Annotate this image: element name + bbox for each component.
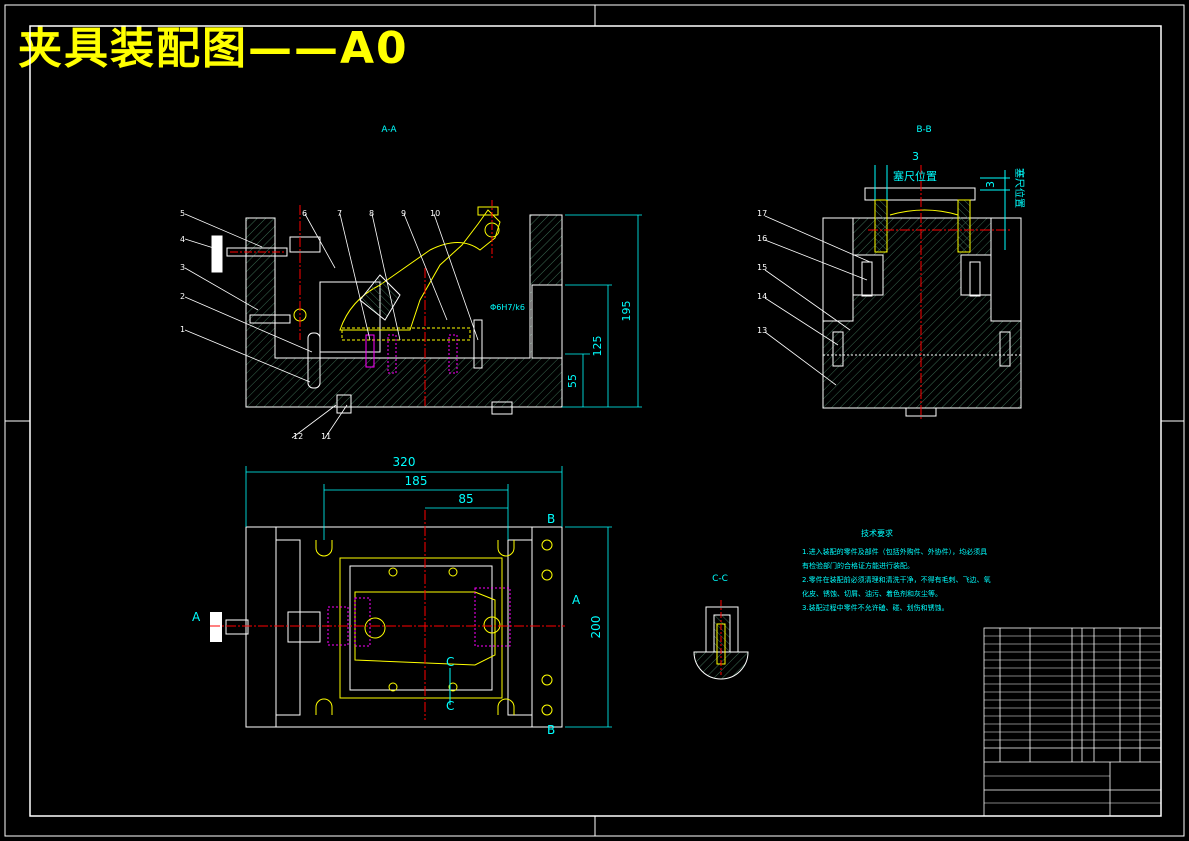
- dim-185: 185: [405, 474, 428, 488]
- balloons-aa: [184, 213, 479, 439]
- section-mark-a-left: A: [192, 610, 201, 624]
- balloon-10: 10: [430, 209, 440, 218]
- fit-tolerance: Φ6H7/k6: [490, 303, 525, 312]
- feeler-label-side: 塞尺位置: [1013, 168, 1026, 208]
- dim-55: 55: [566, 374, 579, 388]
- balloon-5: 5: [180, 209, 185, 218]
- balloon-14: 14: [757, 292, 767, 301]
- balloon-13: 13: [757, 326, 767, 335]
- view-label-bb: B-B: [916, 125, 931, 135]
- balloon-2: 2: [180, 292, 185, 301]
- dim-320: 320: [393, 455, 416, 469]
- balloon-16: 16: [757, 234, 767, 243]
- dims-aa: [562, 214, 642, 408]
- dim-195: 195: [620, 301, 633, 322]
- tech-req-line-5: 3.装配过程中零件不允许磕、碰、划伤和锈蚀。: [802, 604, 949, 612]
- title-block: [983, 627, 1162, 817]
- view-label-cc: C-C: [712, 574, 728, 584]
- section-mark-a-right: A: [572, 593, 581, 607]
- dim-3-side: 3: [984, 181, 997, 188]
- section-mark-b-bottom: B: [547, 723, 555, 737]
- balloon-4: 4: [180, 235, 185, 244]
- dim-85: 85: [458, 492, 473, 506]
- feeler-label-top: 塞尺位置: [893, 169, 937, 183]
- balloon-1: 1: [180, 325, 185, 334]
- section-view-cc: [693, 600, 749, 680]
- drawing-title: 夹具装配图——A0: [18, 23, 409, 74]
- balloon-12: 12: [293, 432, 303, 441]
- balloon-8: 8: [369, 209, 374, 218]
- dim-125: 125: [591, 336, 604, 357]
- balloon-9: 9: [401, 209, 406, 218]
- balloons-bb: [764, 215, 871, 386]
- tech-req-line-3: 2.零件在装配前必须清理和清洗干净，不得有毛刺、飞边、氧: [802, 576, 991, 584]
- dims-plan: [245, 466, 612, 728]
- technical-requirements: 技术要求 1.进入装配的零件及部件（包括外购件、外协件），均必须具 有检验部门的…: [802, 527, 991, 615]
- section-view-bb: [822, 165, 1022, 420]
- balloon-11: 11: [321, 432, 331, 441]
- tech-req-line-1: 1.进入装配的零件及部件（包括外购件、外协件），均必须具: [802, 548, 988, 556]
- drawing-frame: [4, 4, 1185, 837]
- view-label-aa: A-A: [381, 125, 397, 135]
- tech-req-heading: 技术要求: [861, 529, 893, 538]
- balloon-7: 7: [337, 209, 342, 218]
- tech-req-line-4: 化皮、锈蚀、切屑、油污、着色剂和灰尘等。: [802, 590, 942, 598]
- tech-req-line-2: 有检验部门的合格证方能进行装配。: [802, 562, 914, 570]
- section-mark-b-top: B: [547, 512, 555, 526]
- plan-view: [210, 510, 565, 728]
- dim-3-top: 3: [912, 150, 919, 163]
- balloon-15: 15: [757, 263, 767, 272]
- section-mark-c-top: C: [446, 655, 454, 669]
- section-mark-c-bottom: C: [446, 699, 454, 713]
- section-view-aa: [211, 200, 563, 415]
- balloon-17: 17: [757, 209, 767, 218]
- dim-200: 200: [589, 616, 603, 639]
- balloon-3: 3: [180, 263, 185, 272]
- balloon-6: 6: [302, 209, 307, 218]
